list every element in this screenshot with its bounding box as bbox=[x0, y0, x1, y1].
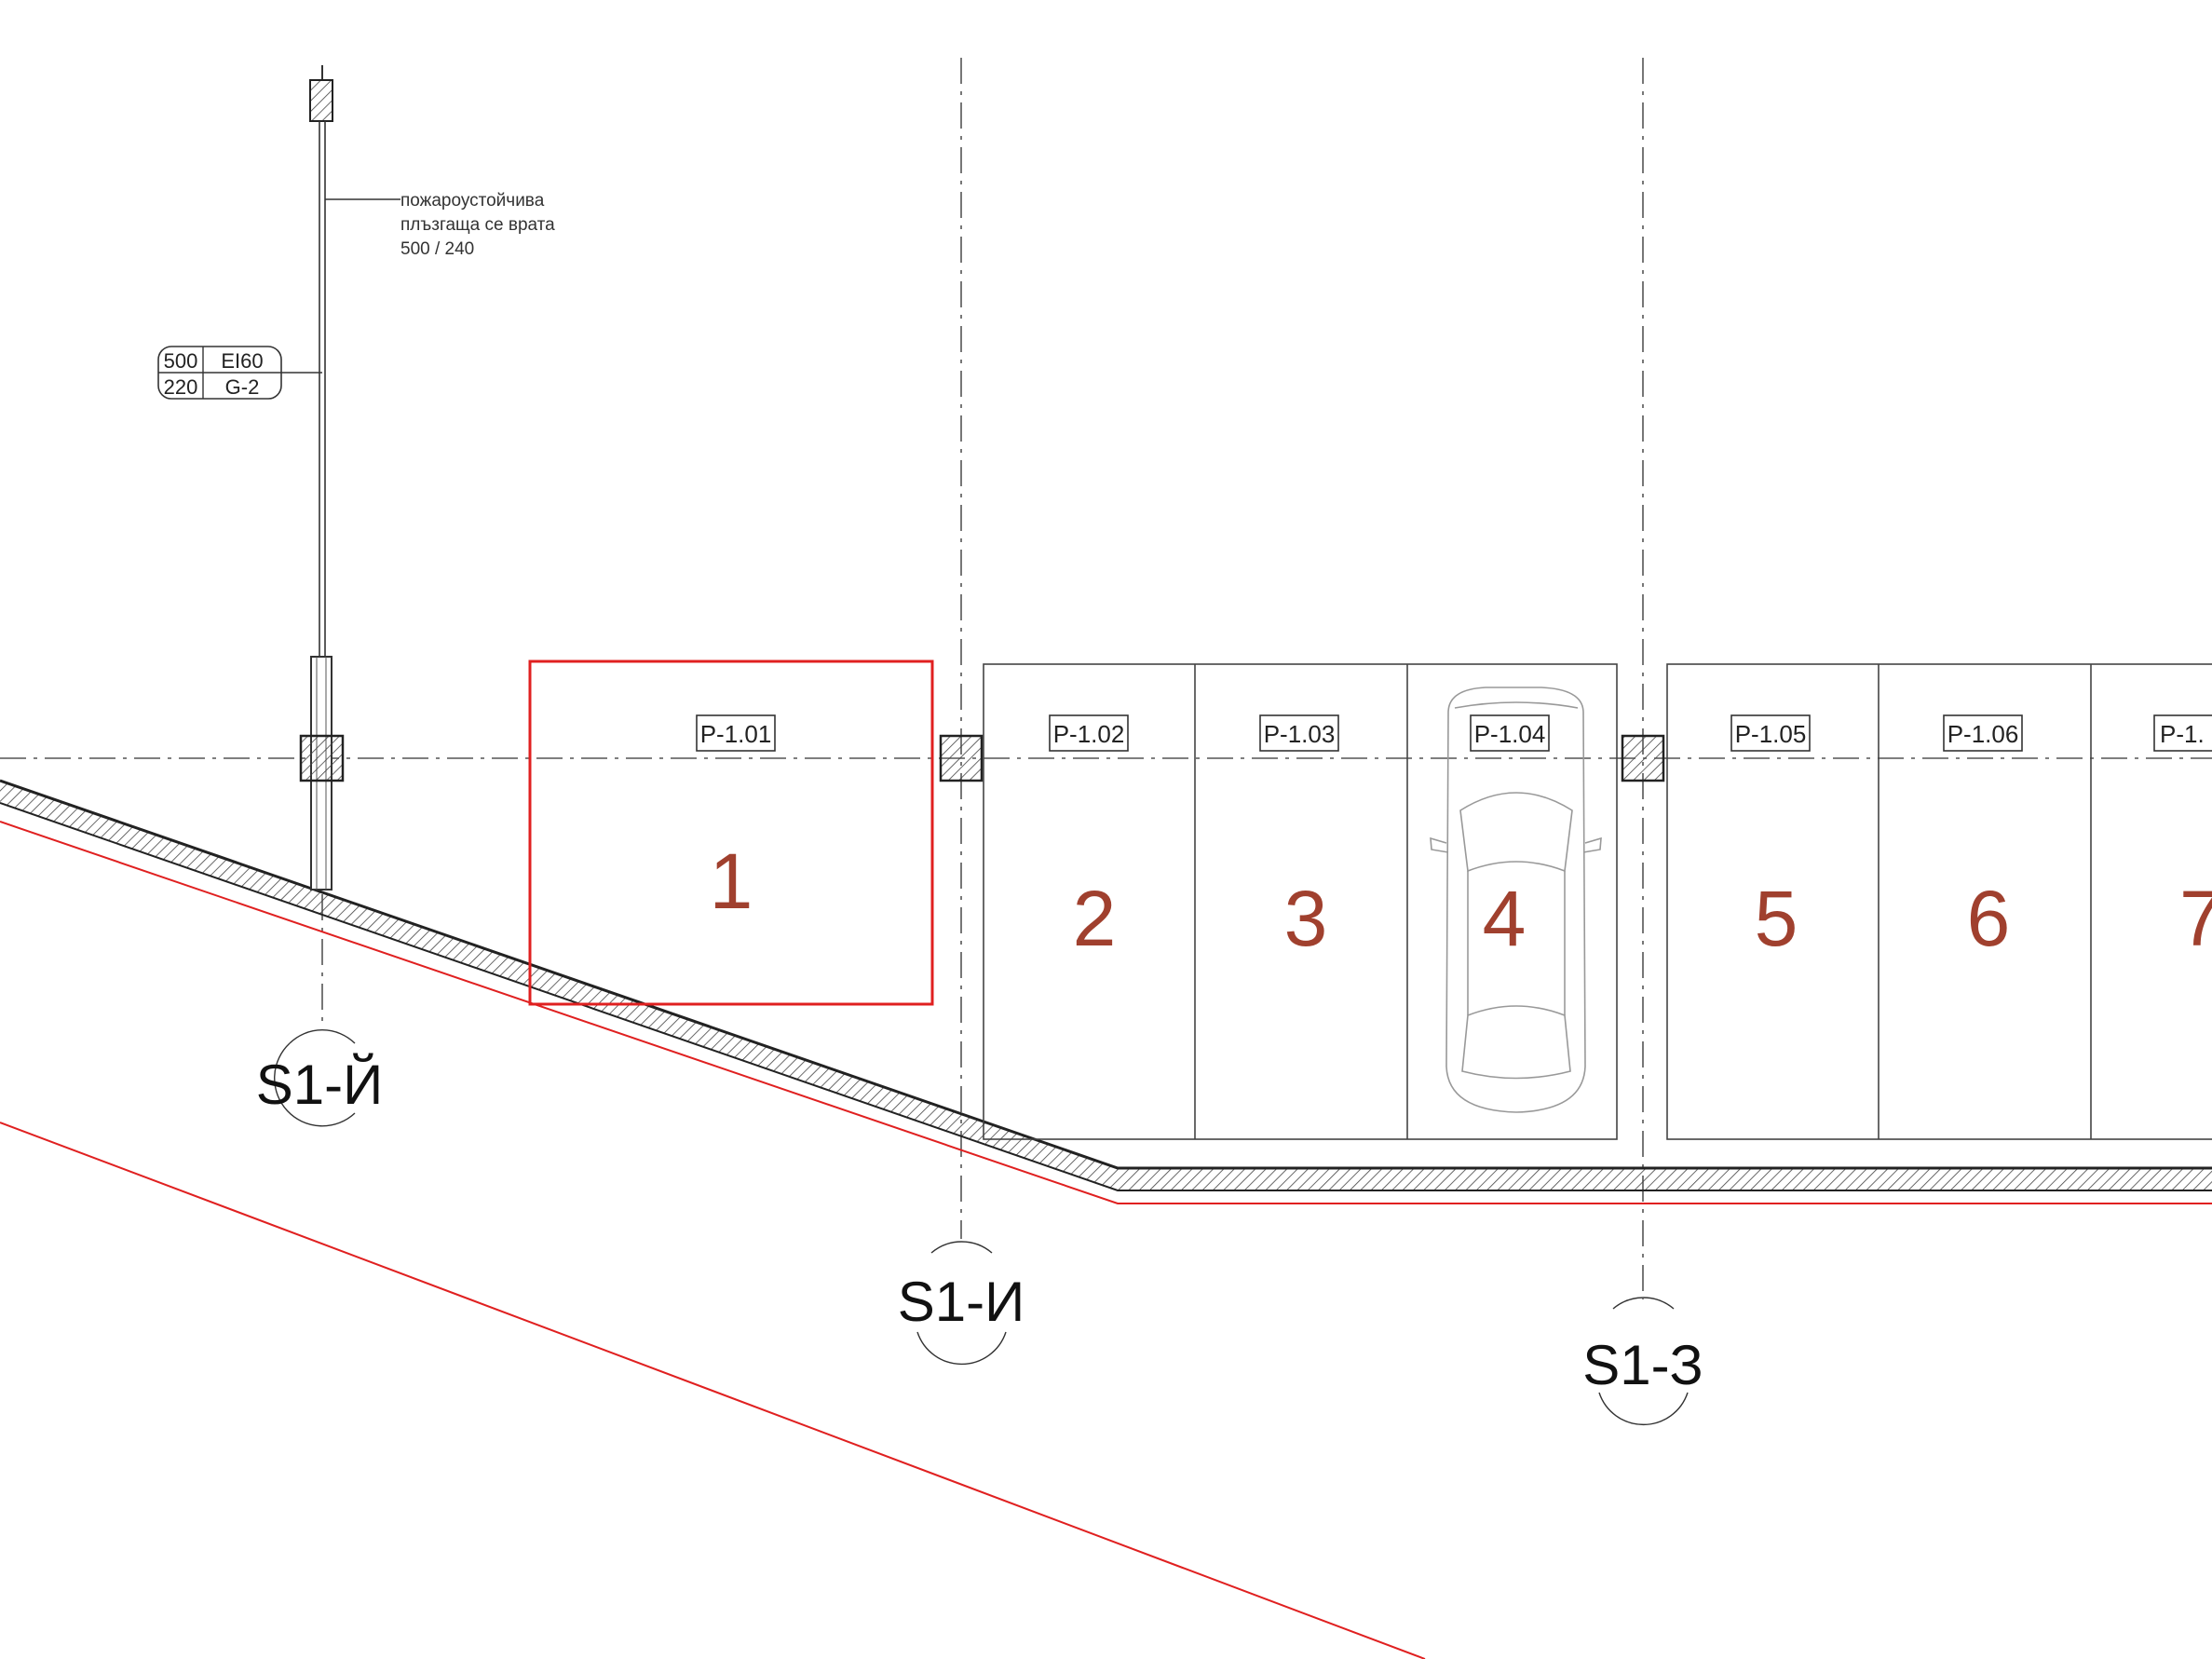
door-tag: 500 EI60 220 G-2 bbox=[157, 346, 282, 400]
axis-marker-s1-z: S1-З bbox=[1582, 1297, 1703, 1426]
axis-marker-s1-y: S1-Й bbox=[256, 1029, 384, 1127]
space-number-6: 6 bbox=[1967, 875, 2011, 962]
parking-space-1-highlight[interactable] bbox=[528, 660, 934, 1006]
column-axis-z bbox=[1621, 734, 1665, 782]
door-note-line2: плъзгаща се врата bbox=[400, 215, 555, 235]
space-label-3: P-1.03 bbox=[1264, 720, 1336, 748]
door-note-line3: 500 / 240 bbox=[400, 239, 474, 259]
space-number-4: 4 bbox=[1483, 875, 1527, 962]
parking-bays bbox=[983, 663, 2212, 1140]
space-number-5: 5 bbox=[1755, 875, 1798, 962]
axis-marker-s1-i: S1-И bbox=[898, 1241, 1025, 1366]
door-note-line1: пожароустойчива bbox=[400, 191, 545, 211]
space-label-6: P-1.06 bbox=[1947, 720, 2019, 748]
svg-text:S1-Й: S1-Й bbox=[256, 1054, 384, 1116]
svg-text:S1-З: S1-З bbox=[1582, 1334, 1703, 1396]
door-tag-height: 220 bbox=[164, 375, 198, 399]
space-number-3: 3 bbox=[1284, 875, 1328, 962]
column-axis-i bbox=[939, 734, 984, 782]
site-boundary-line bbox=[0, 1122, 1426, 1659]
space-label-5: P-1.05 bbox=[1735, 720, 1807, 748]
space-label-boxes bbox=[696, 714, 2212, 752]
space-label-4: P-1.04 bbox=[1474, 720, 1546, 748]
ramp-wall bbox=[0, 779, 2212, 1204]
door-tag-width: 500 bbox=[164, 349, 198, 373]
space-label-2: P-1.02 bbox=[1053, 720, 1125, 748]
space-number-1: 1 bbox=[710, 837, 753, 925]
space-label-7: P-1. bbox=[2160, 720, 2205, 748]
svg-text:S1-И: S1-И bbox=[898, 1271, 1025, 1333]
space-label-1: P-1.01 bbox=[700, 720, 772, 748]
door-tag-class: G-2 bbox=[225, 375, 260, 399]
fire-door-column bbox=[281, 65, 400, 891]
space-number-7: 7 bbox=[2179, 875, 2212, 962]
space-number-2: 2 bbox=[1073, 875, 1117, 962]
car-icon bbox=[1430, 687, 1602, 1113]
door-tag-rating: EI60 bbox=[221, 349, 263, 373]
